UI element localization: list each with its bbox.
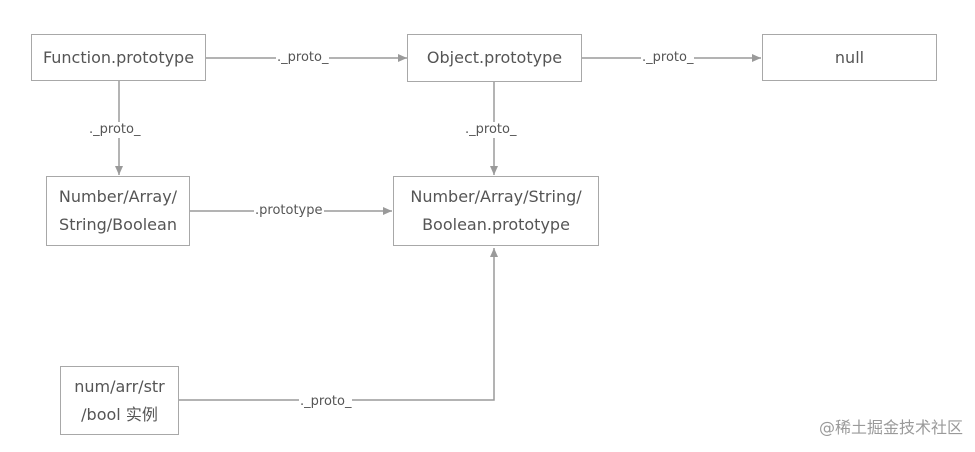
- label-function-to-object: ._proto_: [276, 50, 330, 66]
- node-function-prototype: Function.prototype: [31, 34, 206, 81]
- label-function-to-constructors: ._proto_: [88, 122, 142, 138]
- label-object-to-null: ._proto_: [641, 50, 695, 66]
- node-object-prototype: Object.prototype: [407, 34, 582, 82]
- label-instances-to-prototype: ._proto_: [299, 394, 353, 410]
- node-instances: num/arr/str /bool 实例: [60, 366, 179, 435]
- node-constructors-prototype: Number/Array/String/ Boolean.prototype: [393, 176, 599, 246]
- watermark-text: @稀土掘金技术社区: [818, 418, 963, 437]
- node-constructors: Number/Array/ String/Boolean: [46, 176, 190, 246]
- label-constructors-to-prototype: .prototype: [254, 203, 324, 219]
- edge-instances-to-prototype: [179, 248, 498, 401]
- label-constructors-proto-to-object: ._proto_: [464, 122, 518, 138]
- node-null: null: [762, 34, 937, 81]
